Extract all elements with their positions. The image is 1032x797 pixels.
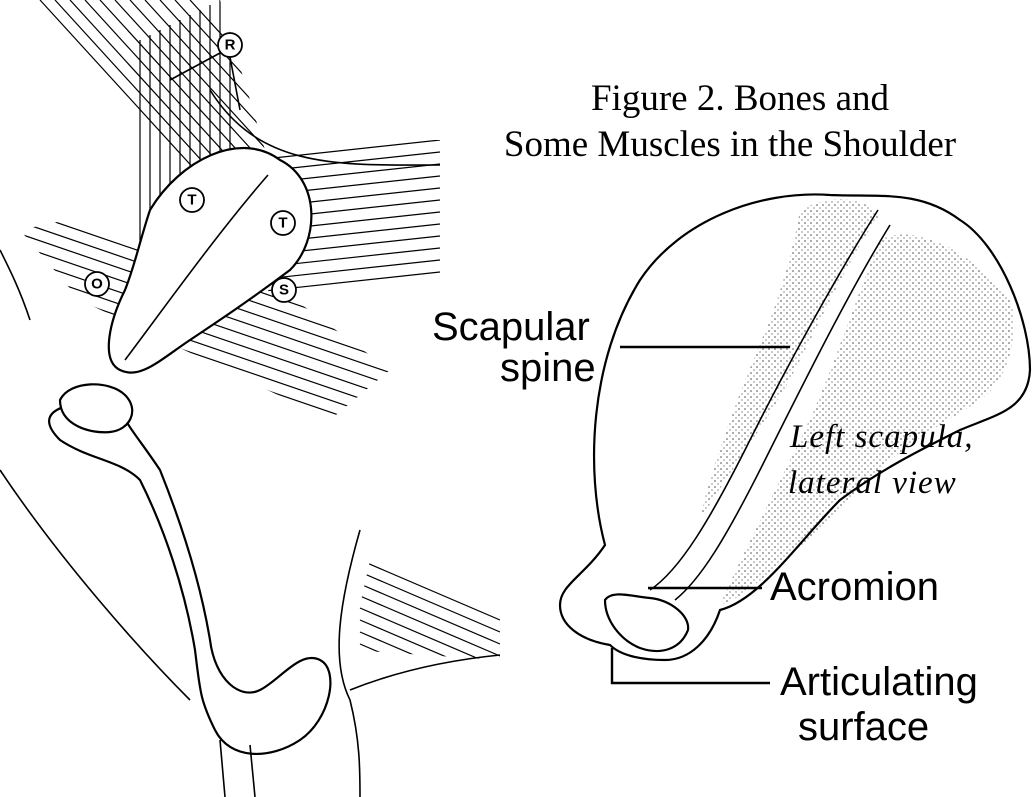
svg-text:S: S xyxy=(279,282,289,299)
left-shoulder-drawing: R T T O S xyxy=(0,0,500,797)
marker-o: O xyxy=(85,272,109,296)
body-outline-belly xyxy=(350,655,500,690)
label-articulating-surface: Articulating surface xyxy=(612,648,978,749)
figure-title-line1: Figure 2. Bones and xyxy=(591,78,890,119)
articulating-label-line1: Articulating xyxy=(780,660,978,704)
left-humerus xyxy=(49,400,330,754)
scapular-spine-label-line1: Scapular xyxy=(432,305,590,349)
marker-s: S xyxy=(272,278,296,302)
body-outline-left xyxy=(0,250,30,320)
svg-text:R: R xyxy=(225,37,236,54)
marker-t-1: T xyxy=(180,188,204,212)
figure-title-line2: Some Muscles in the Shoulder xyxy=(504,124,956,165)
scapular-spine-label-line2: spine xyxy=(500,346,596,390)
svg-text:T: T xyxy=(278,215,287,232)
muscle-hatching-chest xyxy=(360,560,500,704)
acromion-label: Acromion xyxy=(770,565,939,609)
svg-text:T: T xyxy=(187,192,196,209)
scapula-caption-line2: lateral view xyxy=(788,465,957,501)
marker-t-2: T xyxy=(271,211,295,235)
articulating-label-line2: surface xyxy=(798,705,929,749)
figure-title: Figure 2. Bones and Some Muscles in the … xyxy=(504,78,956,165)
svg-text:O: O xyxy=(91,276,103,293)
body-outline-chest xyxy=(339,530,360,797)
scapula-caption-line1: Left scapula, xyxy=(789,419,974,455)
left-scapula xyxy=(109,148,312,373)
